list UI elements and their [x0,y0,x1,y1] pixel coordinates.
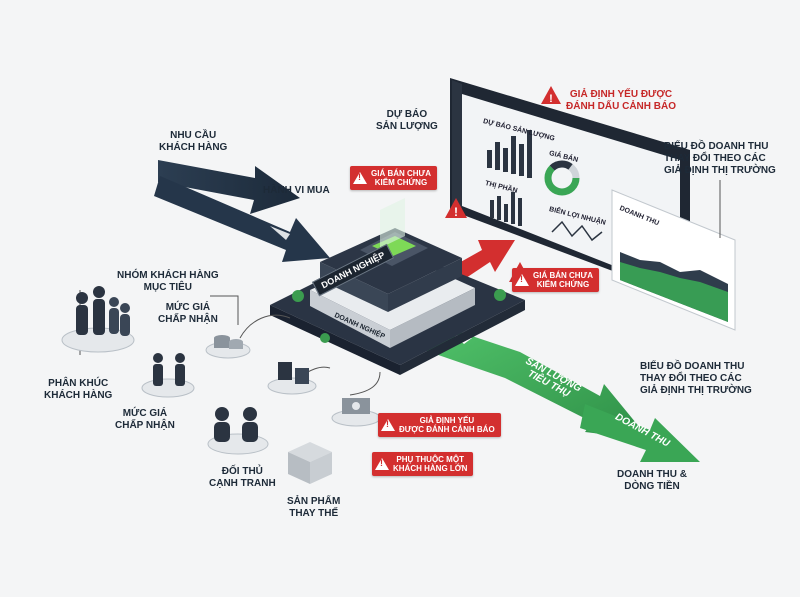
cards-disc [267,362,317,395]
svg-text:!: ! [454,205,458,219]
demand-arrow [158,160,300,214]
red-forecast-arrow [450,240,515,282]
buying-behavior-arrow [154,176,330,262]
warning-icon [375,458,389,470]
warning-triangle-icon: ! [541,86,561,105]
coins-disc [205,335,251,359]
buying-behavior-label: HÀNH VI MUA [263,185,330,196]
warning-icon [353,172,367,184]
dashboard-market-share-bars [490,192,522,226]
dashboard-margin-line [551,220,603,242]
customer-segment-disc [61,286,135,353]
svg-text:!: ! [549,93,553,105]
warning-triangle-icon: ! [445,198,467,219]
product-box-icon [288,442,332,484]
warning-icon [381,419,395,431]
revenue-cashflow-label: DOANH THU &DÒNG TIỀN [617,469,687,492]
money-disc [331,398,381,427]
revenue-arrow [580,404,700,462]
warning-icon [515,274,529,286]
competitor-disc [207,407,269,455]
dashboard-bar-chart [487,130,532,178]
revenue-chart-panel [611,189,736,331]
handshake-disc [141,353,195,398]
dashboard-donut-chart [544,160,580,196]
